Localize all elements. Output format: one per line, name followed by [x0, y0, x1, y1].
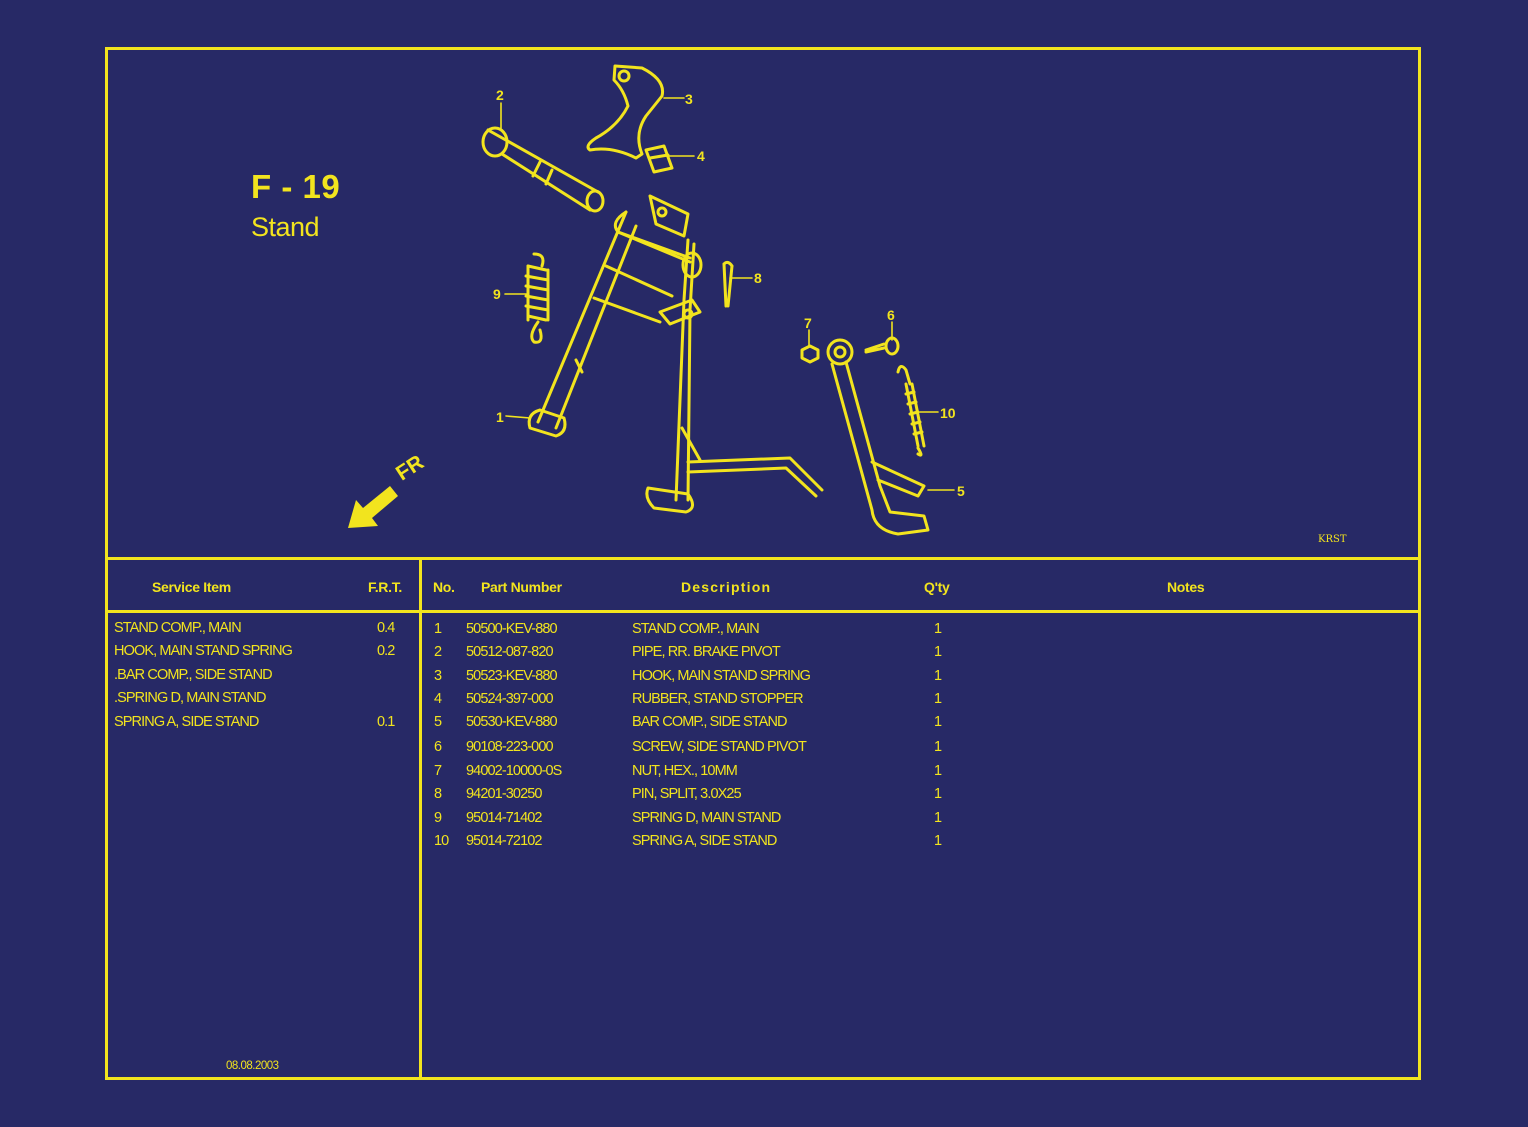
figure-code: F - 19 [251, 168, 341, 205]
part-number: 50524-397-000 [466, 691, 554, 707]
header-frt: F.R.T. [368, 579, 402, 595]
part-description: RUBBER, STAND STOPPER [632, 691, 804, 707]
callout-2: 2 [496, 87, 504, 103]
part-no: 6 [434, 739, 442, 755]
divider-table-header [108, 610, 1418, 613]
part-description: STAND COMP., MAIN [632, 621, 760, 637]
part-no: 10 [434, 833, 449, 849]
part-description: BAR COMP., SIDE STAND [632, 714, 788, 730]
divider-service-parts [419, 557, 422, 1077]
callout-4: 4 [697, 148, 705, 164]
part-no: 8 [434, 786, 442, 802]
part-no: 9 [434, 810, 442, 826]
service-item-name: .SPRING D, MAIN STAND [114, 690, 267, 706]
callout-1: 1 [496, 409, 504, 425]
part-description: PIN, SPLIT, 3.0X25 [632, 786, 742, 802]
part-qty: 1 [934, 833, 942, 849]
part-no: 4 [434, 691, 442, 707]
callout-7: 7 [804, 315, 812, 331]
header-part-number: Part Number [481, 579, 562, 595]
part-qty: 1 [934, 714, 942, 730]
part-qty: 1 [934, 739, 942, 755]
part-number: 95014-72102 [466, 833, 542, 849]
callout-9: 9 [493, 286, 501, 302]
header-service-item: Service Item [152, 579, 231, 595]
service-item-frt: 0.1 [377, 714, 395, 730]
front-direction-arrow [348, 486, 398, 528]
part-main-stand [527, 194, 824, 514]
service-item-frt: 0.4 [377, 620, 395, 636]
part-description: PIPE, RR. BRAKE PIVOT [632, 644, 781, 660]
part-qty: 1 [934, 644, 942, 660]
part-description: SCREW, SIDE STAND PIVOT [632, 739, 807, 755]
part-no: 3 [434, 668, 442, 684]
part-side-stand [826, 338, 930, 536]
service-item-name: .BAR COMP., SIDE STAND [114, 667, 273, 683]
part-no: 5 [434, 714, 442, 730]
part-qty: 1 [934, 786, 942, 802]
part-no: 2 [434, 644, 442, 660]
service-item-name: STAND COMP., MAIN [114, 620, 242, 636]
part-qty: 1 [934, 810, 942, 826]
service-item-frt: 0.2 [377, 643, 395, 659]
part-hook [586, 64, 665, 160]
callout-3: 3 [685, 91, 693, 107]
part-qty: 1 [934, 668, 942, 684]
part-number: 50500-KEV-880 [466, 621, 558, 637]
part-description: SPRING A, SIDE STAND [632, 833, 777, 849]
part-nut [800, 344, 820, 364]
revision-date: 08.08.2003 [226, 1060, 279, 1072]
drawing-reference: KRST [1318, 534, 1347, 545]
part-number: 94201-30250 [466, 786, 542, 802]
figure-title: Stand [251, 212, 320, 242]
service-item-name: HOOK, MAIN STAND SPRING [114, 643, 293, 659]
part-split-pin [722, 260, 734, 308]
service-item-name: SPRING A, SIDE STAND [114, 714, 259, 730]
part-stopper-rubber [644, 144, 674, 174]
part-description: SPRING D, MAIN STAND [632, 810, 781, 826]
part-number: 95014-71402 [466, 810, 542, 826]
part-number: 90108-223-000 [466, 739, 554, 755]
part-qty: 1 [934, 691, 942, 707]
part-number: 50530-KEV-880 [466, 714, 558, 730]
divider-diagram-table [108, 557, 1418, 560]
part-qty: 1 [934, 763, 942, 779]
part-number: 94002-10000-0S [466, 763, 562, 779]
part-description: NUT, HEX., 10MM [632, 763, 738, 779]
callout-leaders [500, 97, 955, 491]
header-no: No. [433, 579, 455, 595]
part-screw [864, 342, 886, 354]
callout-6: 6 [887, 307, 895, 323]
header-notes: Notes [1167, 579, 1205, 595]
part-qty: 1 [934, 621, 942, 637]
drawing-frame: F - 19 Stand KRST Service Item F.R.T. No… [105, 47, 1421, 1080]
part-number: 50523-KEV-880 [466, 668, 558, 684]
part-spring-main [524, 252, 550, 344]
callout-8: 8 [754, 270, 762, 286]
header-description: Description [681, 579, 772, 595]
part-description: HOOK, MAIN STAND SPRING [632, 668, 811, 684]
callout-10: 10 [940, 405, 956, 421]
part-no: 1 [434, 621, 442, 637]
part-pivot-pipe [481, 126, 605, 213]
part-number: 50512-087-820 [466, 644, 554, 660]
callout-5: 5 [957, 483, 965, 499]
header-qty: Q'ty [924, 579, 950, 595]
part-spring-side [896, 365, 926, 457]
part-no: 7 [434, 763, 442, 779]
